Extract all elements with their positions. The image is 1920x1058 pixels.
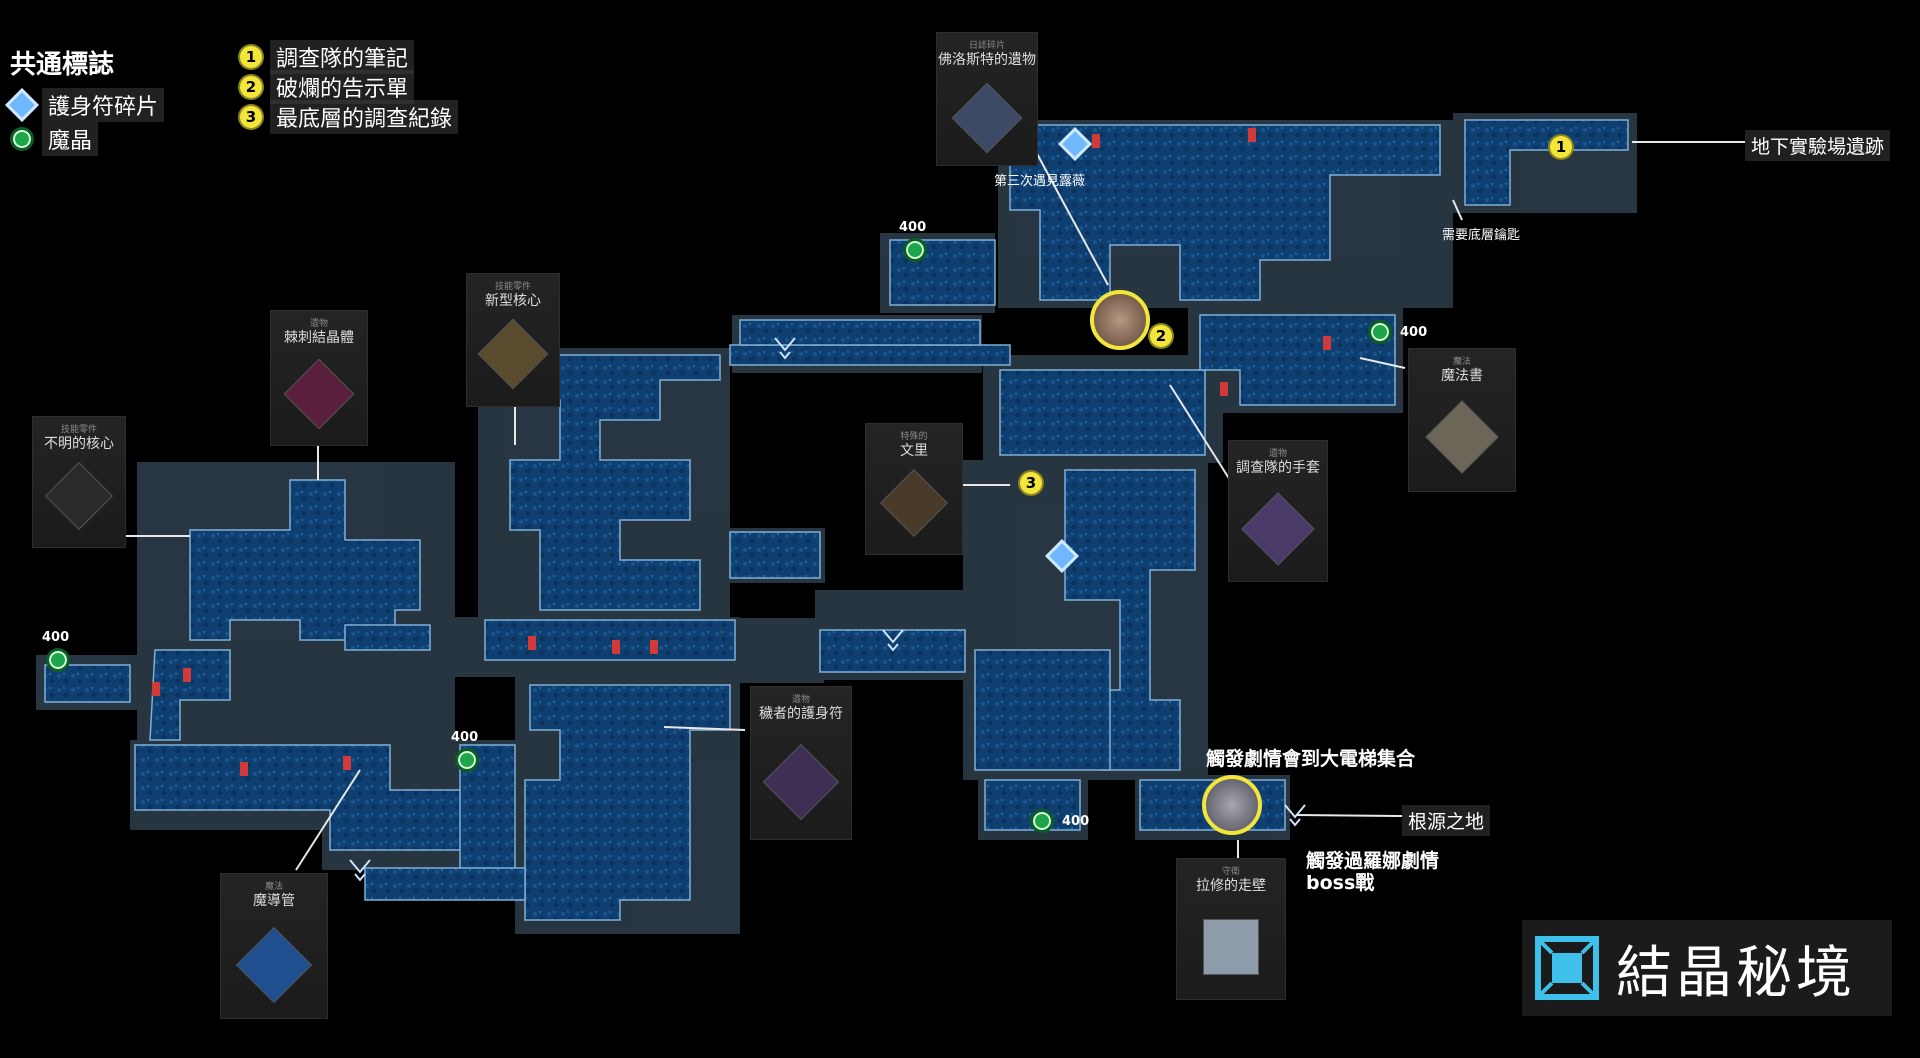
number-badge-3: 3 bbox=[1020, 472, 1042, 494]
card-magic-tube[interactable]: 魔法 魔導管 bbox=[220, 873, 328, 1019]
relic-item-icon bbox=[951, 82, 1023, 154]
core-item-icon bbox=[45, 462, 113, 530]
third-rose-label: 第三次遇見露薇 bbox=[994, 174, 1086, 189]
card-magic-book[interactable]: 魔法 魔法書 bbox=[1408, 348, 1516, 492]
crystal-value: 400 bbox=[1400, 324, 1428, 340]
tube-item-icon bbox=[235, 926, 313, 1004]
card-title: 新型核心 bbox=[485, 293, 541, 309]
card-sub: 魔法 bbox=[1452, 357, 1471, 367]
card-sub: 技能零件 bbox=[494, 282, 531, 292]
card-sub: 技能零件 bbox=[60, 425, 97, 435]
crystal-marker-east[interactable]: 400 bbox=[1368, 320, 1427, 344]
number-badge-2: 2 bbox=[1150, 325, 1172, 347]
card-rotten-charm[interactable]: 遺物 穢者的護身符 bbox=[750, 686, 852, 840]
elevator-encounter-marker[interactable] bbox=[1202, 775, 1262, 835]
crystal-value: 400 bbox=[1062, 813, 1090, 829]
note-marker-1[interactable]: 1 bbox=[1550, 136, 1572, 158]
card-title: 拉修的走壁 bbox=[1196, 878, 1266, 894]
boss-battle-label: boss戰 bbox=[1306, 872, 1375, 894]
door-markers bbox=[152, 128, 1331, 776]
charm-icon bbox=[1045, 539, 1079, 573]
crystal-icon bbox=[1030, 809, 1054, 833]
charm-marker-center[interactable] bbox=[1045, 539, 1079, 573]
glove-item-icon bbox=[1241, 492, 1315, 566]
card-florist-relic[interactable]: 日誌碎片 佛洛斯特的遺物 bbox=[936, 32, 1038, 166]
card-title: 調查隊的手套 bbox=[1236, 460, 1320, 476]
card-walking-wall[interactable]: 守衛 拉修的走壁 bbox=[1176, 858, 1286, 1000]
card-sub: 遺物 bbox=[791, 695, 810, 705]
card-title: 佛洛斯特的遺物 bbox=[938, 52, 1036, 68]
scroll-item-icon bbox=[1425, 400, 1499, 474]
legend-note-1-label: 調查隊的筆記 bbox=[270, 40, 415, 74]
card-sub: 特殊的 bbox=[900, 432, 928, 442]
note-marker-3[interactable]: 3 bbox=[1020, 472, 1042, 494]
crystal-icon bbox=[46, 648, 70, 672]
map-corridors bbox=[44, 119, 1629, 921]
crystal-icon bbox=[10, 127, 34, 151]
charm-marker-north[interactable] bbox=[1058, 127, 1092, 161]
crystal-icon bbox=[455, 748, 479, 772]
leader-lines bbox=[125, 141, 1745, 871]
need-key-label: 需要底層鑰匙 bbox=[1442, 228, 1521, 243]
trigger-elevator-label: 觸發劇情會到大電梯集合 bbox=[1206, 748, 1416, 770]
crystal-marker-southwest[interactable]: 400 bbox=[451, 730, 479, 772]
number-badge-2: 2 bbox=[240, 76, 262, 98]
charm-item-icon bbox=[762, 743, 840, 821]
core-item-icon bbox=[477, 318, 549, 390]
legend-note-3-label: 最底層的調查紀錄 bbox=[270, 100, 459, 134]
area-logo: 結晶秘境 bbox=[1522, 920, 1892, 1016]
card-sub: 魔法 bbox=[264, 882, 283, 892]
card-title: 魔法書 bbox=[1441, 368, 1483, 384]
crystal-value: 400 bbox=[899, 220, 927, 235]
card-wenli[interactable]: 特殊的 文里 bbox=[865, 423, 963, 555]
crystal-icon bbox=[903, 238, 927, 262]
logo-text: 結晶秘境 bbox=[1616, 940, 1856, 1006]
key-item-icon bbox=[880, 469, 948, 537]
legend-title: 共通標誌 bbox=[10, 50, 115, 80]
crystal-marker-north[interactable]: 400 bbox=[899, 220, 927, 262]
charm-icon bbox=[5, 88, 39, 122]
legend-charm: 護身符碎片 bbox=[5, 88, 165, 122]
card-title: 穢者的護身符 bbox=[759, 706, 843, 722]
card-title: 棘刺結晶體 bbox=[284, 330, 354, 346]
card-title: 魔導管 bbox=[253, 893, 295, 909]
card-sub: 守衛 bbox=[1221, 867, 1240, 877]
legend-crystal-label: 魔晶 bbox=[42, 122, 99, 156]
legend-note-2-label: 破爛的告示單 bbox=[270, 70, 415, 104]
card-thorn-crystal[interactable]: 遺物 棘刺結晶體 bbox=[270, 310, 368, 446]
rose-encounter-marker[interactable] bbox=[1090, 290, 1150, 350]
lab-ruins-label: 地下實驗場遺跡 bbox=[1745, 130, 1891, 161]
crystal-icon bbox=[1368, 320, 1392, 344]
origin-land-label: 根源之地 bbox=[1402, 805, 1491, 836]
card-team-glove[interactable]: 遺物 調查隊的手套 bbox=[1228, 440, 1328, 582]
crystal-value: 400 bbox=[451, 730, 479, 745]
charm-icon bbox=[1058, 127, 1092, 161]
number-badge-3: 3 bbox=[240, 106, 262, 128]
legend-note-3: 3 最底層的調查紀錄 bbox=[240, 100, 459, 134]
legend-crystal: 魔晶 bbox=[10, 122, 99, 156]
number-badge-1: 1 bbox=[240, 46, 262, 68]
note-marker-2[interactable]: 2 bbox=[1150, 325, 1172, 347]
card-title: 文里 bbox=[900, 443, 928, 459]
card-unknown-core[interactable]: 技能零件 不明的核心 bbox=[32, 416, 126, 548]
card-sub: 遺物 bbox=[1268, 449, 1287, 459]
trigger-rona-label: 觸發過羅娜劇情 bbox=[1306, 850, 1440, 872]
number-badge-1: 1 bbox=[1550, 136, 1572, 158]
figure-item-icon bbox=[1203, 919, 1259, 975]
card-new-core[interactable]: 技能零件 新型核心 bbox=[466, 273, 560, 407]
legend-note-1: 1 調查隊的筆記 bbox=[240, 40, 415, 74]
origin-markers bbox=[349, 337, 1306, 882]
crystal-item-icon bbox=[283, 358, 355, 430]
crystal-marker-west[interactable]: 400 bbox=[42, 630, 70, 672]
card-title: 不明的核心 bbox=[44, 436, 114, 452]
crystal-marker-south[interactable]: 400 bbox=[1030, 809, 1089, 833]
card-sub: 遺物 bbox=[309, 319, 328, 329]
crystal-realm-icon bbox=[1535, 936, 1599, 1000]
card-sub: 日誌碎片 bbox=[968, 41, 1005, 51]
legend-charm-label: 護身符碎片 bbox=[42, 88, 165, 122]
legend-note-2: 2 破爛的告示單 bbox=[240, 70, 415, 104]
crystal-value: 400 bbox=[42, 630, 70, 645]
